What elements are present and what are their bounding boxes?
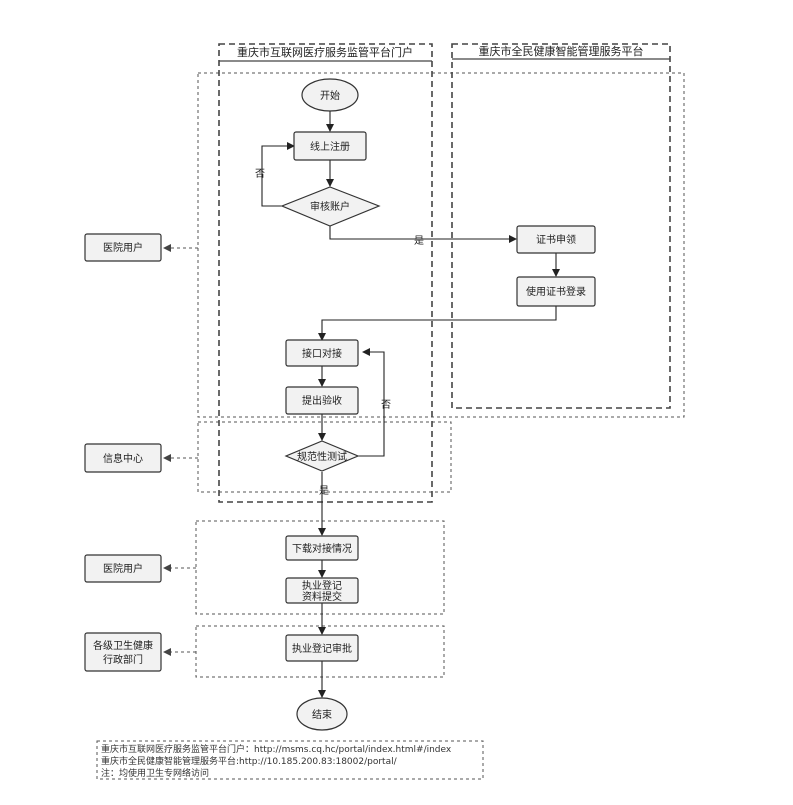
node-start [301,78,359,112]
node-submit-check-label: 提出验收 [302,394,342,407]
node-download-label: 下载对接情况 [292,542,352,555]
region-middle-group [197,421,452,493]
actor-info-center [84,443,162,473]
actor-health-admin-line2: 行政部门 [103,653,143,666]
lane-portal-title: 重庆市互联网医疗服务监管平台门户 [237,45,413,59]
note-line-1: 重庆市互联网医疗服务监管平台门户：http://msms.cq.hc/porta… [101,743,452,755]
node-end-label: 结束 [312,708,332,721]
lane-portal [218,43,433,503]
node-approve-label: 执业登记审批 [292,642,352,655]
node-download [285,535,359,561]
node-registration-submit-line1: 执业登记 [302,579,342,592]
note-line-3: 注：均使用卫生专网络访问 [101,767,209,779]
edge-review-no-back [261,142,295,207]
lane-health-platform [451,43,671,409]
node-cert-apply-label: 证书申领 [536,233,576,246]
actor-hospital-user-2 [84,554,162,583]
actor-hospital-user-1-label: 医院用户 [103,241,143,254]
node-cert-apply [516,225,596,254]
note-box [96,740,484,780]
edge-label-no-1: 否 [255,168,265,180]
node-end [296,697,348,731]
edge-review-yes-cert [329,226,517,243]
edge-test-no-back [358,348,385,457]
actor-health-admin [84,632,162,672]
region-top-group [197,72,685,418]
lane-health-title: 重庆市全民健康智能管理服务平台 [479,44,644,58]
region-download-group [195,520,445,615]
node-interface-label: 接口对接 [302,347,342,360]
edge-label-no-2: 否 [381,399,391,411]
node-submit-check [285,386,359,415]
node-cert-login [516,276,596,307]
edge-label-yes-1: 是 [414,235,424,247]
actor-hospital-user-2-label: 医院用户 [103,562,143,575]
edge-login-interface [318,306,557,341]
node-standard-test-label: 规范性测试 [297,450,347,463]
node-register-label: 线上注册 [310,140,350,153]
actor-info-center-label: 信息中心 [103,452,143,465]
note-line-2: 重庆市全民健康智能管理服务平台:http://10.185.200.83:180… [101,755,398,767]
actor-hospital-user-1 [84,233,162,262]
actor-health-admin-line1: 各级卫生健康 [93,639,153,652]
node-review-account [280,186,381,227]
node-review-account-label: 审核账户 [310,200,350,213]
node-standard-test [284,440,360,472]
node-cert-login-label: 使用证书登录 [526,285,586,298]
node-registration-submit-line2: 资料提交 [302,590,342,603]
node-interface [285,339,359,367]
node-approve [285,634,359,662]
edge-label-yes-2: 是 [319,485,329,497]
node-registration-submit [285,577,359,604]
node-start-label: 开始 [320,89,340,102]
node-register [293,131,367,161]
